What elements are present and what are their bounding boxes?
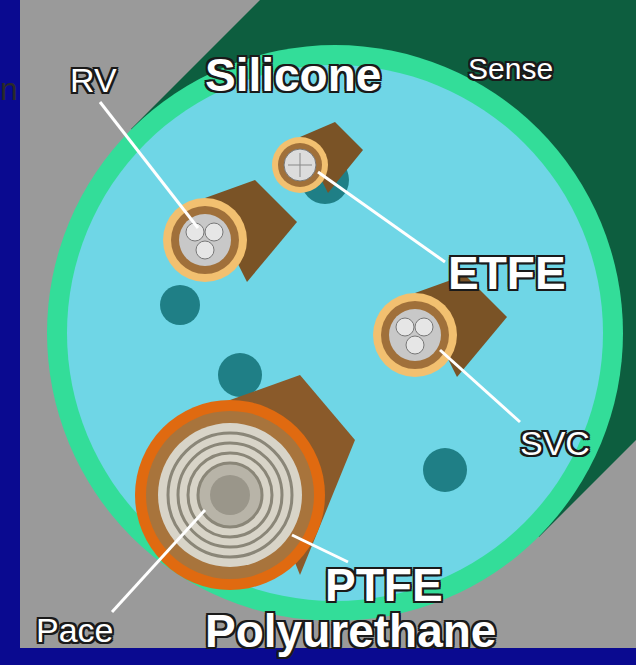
material-label: PTFE	[325, 560, 443, 611]
leader-line	[112, 510, 205, 612]
fragment-label: n	[0, 72, 18, 107]
part-label: Sense	[468, 52, 553, 85]
part-label: Pace	[36, 612, 114, 649]
part-label: SVC	[520, 425, 590, 462]
pace-coil	[135, 375, 355, 590]
sense-cable	[272, 122, 363, 193]
lumen	[218, 353, 262, 397]
lumen	[423, 448, 467, 492]
material-label: Silicone	[205, 50, 381, 101]
material-label: ETFE	[448, 248, 566, 299]
part-label: RV	[70, 62, 117, 99]
leader-line	[100, 102, 198, 228]
lumen	[160, 285, 200, 325]
leader-line	[440, 350, 520, 422]
silicone-core	[67, 65, 603, 601]
material-label: Polyurethane	[205, 606, 496, 657]
leader-line	[292, 535, 348, 562]
polyurethane-sheath	[47, 45, 623, 621]
leader-line	[318, 172, 445, 262]
rv-cable	[163, 180, 297, 282]
